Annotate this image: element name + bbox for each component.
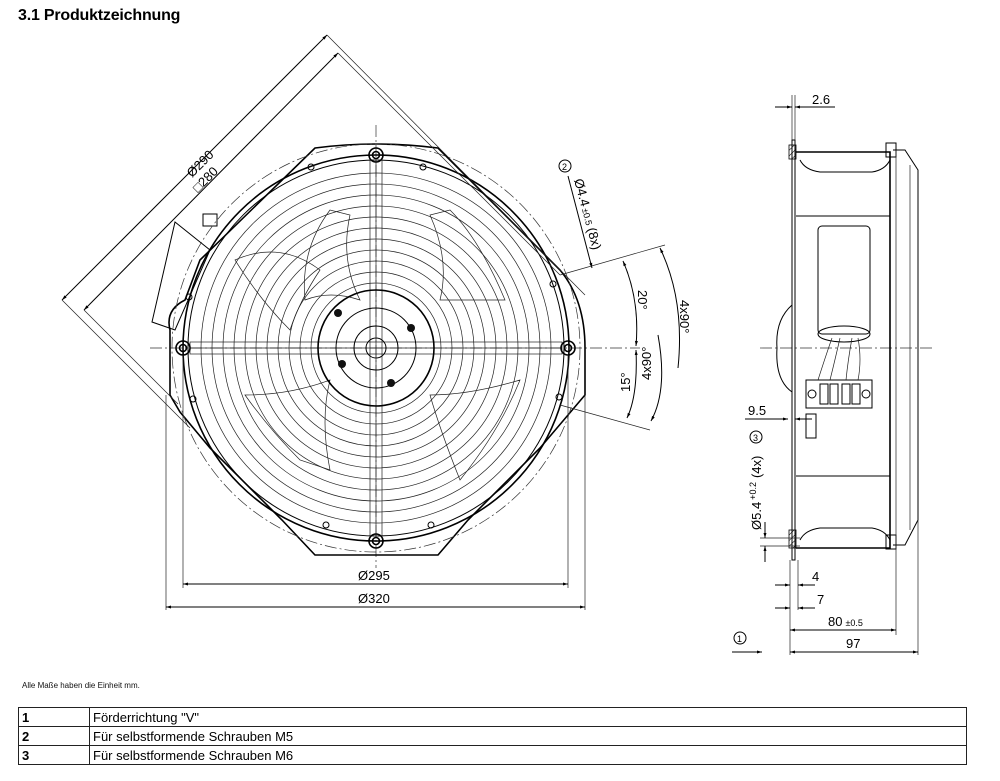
ref-number-1: 1 (737, 634, 742, 644)
hole-callout-leader (567, 175, 593, 269)
hole-callout-side: Ø5.4+0.2(4x) (748, 456, 764, 530)
dim-line-280 (83, 52, 339, 311)
side-guard (893, 149, 919, 546)
angle-arc-4x90-inner (650, 334, 663, 422)
bolt-circle (171, 143, 581, 553)
guard-nut-bottom (885, 534, 897, 550)
housing-plate-outline (168, 143, 586, 556)
dim-angle-4x90-outer: 4x90° (677, 300, 692, 333)
dim-thickness-2-6: 2.6 (812, 92, 830, 107)
dim-angle-4x90-inner: 4x90° (639, 347, 654, 380)
dim-diameter-320: Ø320 (358, 591, 390, 606)
dim-7: 7 (817, 592, 824, 607)
angle-arc-4x90-outer (659, 247, 680, 369)
terminal-box (151, 221, 211, 331)
ref-number-2: 2 (562, 162, 567, 172)
inlet-dome (776, 304, 793, 393)
side-housing-outline (796, 151, 891, 549)
legend-row: 3 Für selbstformende Schrauben M6 (18, 745, 967, 765)
dim-9-5: 9.5 (748, 403, 766, 418)
dim-4: 4 (812, 569, 819, 584)
ref-number-3: 3 (753, 433, 758, 443)
ref-balloon-3 (749, 430, 763, 444)
hub-screws (334, 309, 415, 387)
section-title: 3.1 Produktzeichnung (18, 7, 181, 24)
dim-80: 80±0.5 (828, 614, 863, 629)
side-view: 2.6 9.5 3 Ø5.4+0.2(4x) 4 7 80±0.5 97 (732, 92, 935, 655)
legend-table: 1 Förderrichtung "V" 2 Für selbstformend… (18, 707, 967, 765)
terminal-block (805, 379, 873, 409)
dim-97: 97 (846, 636, 860, 651)
legend-number: 1 (18, 707, 90, 727)
angle-arc-15 (626, 349, 638, 419)
ref-balloon-1 (733, 631, 747, 645)
dim-angle-20: 20° (635, 290, 650, 310)
dim-angle-15: 15° (618, 372, 633, 392)
legend-text: Für selbstformende Schrauben M5 (89, 726, 967, 746)
legend-row: 2 Für selbstformende Schrauben M5 (18, 726, 967, 746)
legend-number: 2 (18, 726, 90, 746)
capacitor (817, 225, 871, 335)
units-note: Alle Maße haben die Einheit mm. (22, 681, 140, 690)
front-view: Ø290 □280 2 Ø4.4±0.5(8x) 20° 4x90° 4x90°… (61, 34, 692, 610)
label-sticker (805, 413, 817, 439)
mounting-plate (791, 139, 796, 561)
cable-gland-nut (202, 213, 218, 227)
ref-balloon-2 (558, 159, 572, 173)
product-drawing: Ø290 □280 2 Ø4.4±0.5(8x) 20° 4x90° 4x90°… (61, 34, 935, 655)
legend-text: Für selbstformende Schrauben M6 (89, 745, 967, 765)
outer-ring (182, 154, 570, 542)
rotor-center (365, 337, 387, 359)
legend-number: 3 (18, 745, 90, 765)
legend-row: 1 Förderrichtung "V" (18, 707, 967, 727)
dim-diameter-295: Ø295 (358, 568, 390, 583)
angle-arc-20 (622, 260, 638, 347)
legend-text: Förderrichtung "V" (89, 707, 967, 727)
motor-hub (317, 289, 435, 407)
wiring (817, 337, 861, 381)
hole-callout-text: Ø4.4±0.5(8x) (571, 177, 604, 251)
